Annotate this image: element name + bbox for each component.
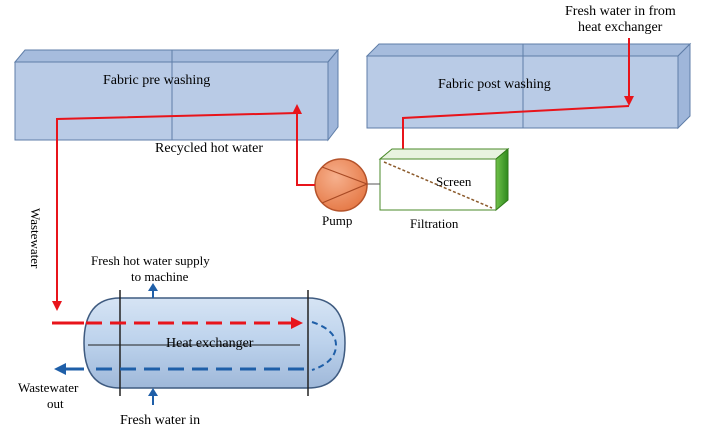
fresh-water-from-hx-label-1: Fresh water in from	[565, 4, 676, 19]
wastewater-out-label-2: out	[47, 396, 64, 411]
wastewater-out-label-1: Wastewater	[18, 380, 79, 395]
post-washing-tank	[365, 42, 692, 130]
heat-exchanger	[83, 290, 346, 396]
hot-flow-line	[52, 317, 303, 329]
recycled-hot-water-line	[292, 104, 315, 186]
fabric-pre-washing-label: Fabric pre washing	[103, 73, 210, 88]
fresh-hot-supply-label-1: Fresh hot water supply	[91, 253, 210, 268]
pump-label: Pump	[322, 213, 352, 228]
pre-washing-tank	[13, 48, 340, 142]
screen-filter	[378, 147, 510, 212]
fresh-water-from-hx-label-2: heat exchanger	[578, 20, 663, 35]
pump	[314, 158, 369, 212]
heat-exchanger-label: Heat exchanger	[166, 336, 254, 351]
fabric-post-washing-label: Fabric post washing	[438, 77, 551, 92]
cold-flow-line	[54, 363, 304, 375]
filtration-label: Filtration	[410, 216, 459, 231]
recycled-hot-water-label: Recycled hot water	[155, 141, 263, 156]
fresh-water-in-label: Fresh water in	[120, 413, 200, 428]
screen-label: Screen	[436, 174, 472, 189]
fresh-hot-supply-arrow	[148, 283, 158, 298]
fresh-hot-supply-label-2: to machine	[131, 269, 189, 284]
fresh-water-in-arrow	[148, 388, 158, 405]
wastewater-line	[52, 112, 298, 311]
fresh-water-inlet-arrow	[624, 38, 634, 106]
wastewater-label: Wastewater	[28, 208, 43, 269]
